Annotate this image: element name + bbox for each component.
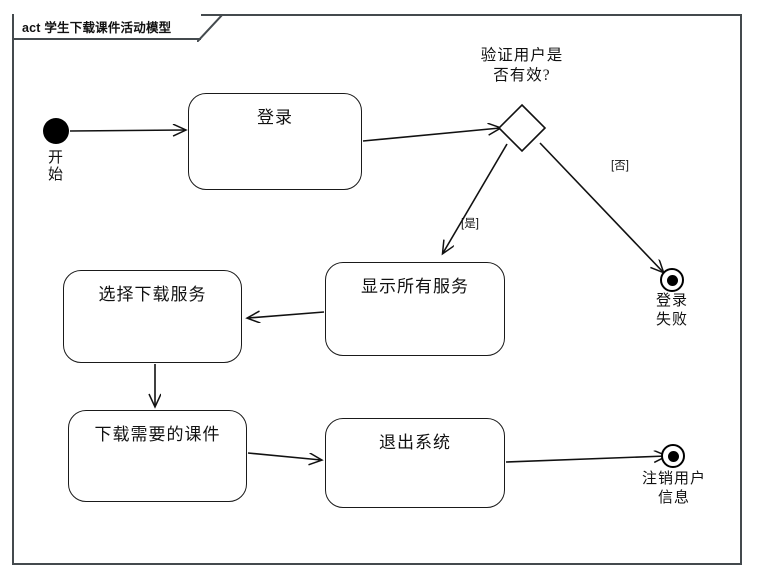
activity-login-label: 登录 [257,108,293,127]
activity-download-courseware[interactable]: 下载需要的课件 [68,410,247,502]
uml-frame-tab-label: act 学生下载课件活动模型 [22,20,172,35]
final-node-logout-done-label: 注销用户 信息 [641,471,706,507]
activity-choose-download-service[interactable]: 选择下载服务 [63,270,242,363]
activity-logout-system[interactable]: 退出系统 [325,418,505,508]
uml-frame-tab: act 学生下载课件活动模型 [12,14,202,40]
activity-choose-download-service-label: 选择下载服务 [98,285,207,304]
final-node-login-failed-label: 登录 失败 [655,293,688,329]
decision-label: 验证用户是 否有效? [480,47,564,85]
guard-no: [否] [611,160,629,172]
final-node-login-failed[interactable] [660,268,684,292]
activity-logout-system-label: 退出系统 [379,433,451,452]
final-node-logout-done[interactable] [661,444,685,468]
activity-show-all-services-label: 显示所有服务 [361,277,469,296]
guard-yes: [是] [461,218,479,230]
initial-node-label: 开 始 [47,150,64,183]
activity-download-courseware-label: 下载需要的课件 [94,425,221,444]
activity-login[interactable]: 登录 [188,93,362,190]
initial-node[interactable] [43,118,69,144]
activity-show-all-services[interactable]: 显示所有服务 [325,262,505,356]
